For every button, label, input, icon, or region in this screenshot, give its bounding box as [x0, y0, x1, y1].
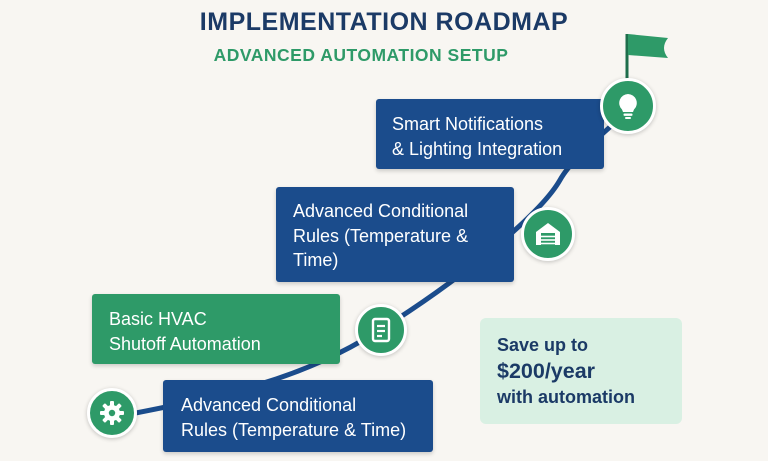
step-smart-notifications: Smart Notifications & Lighting Integrati…: [376, 99, 604, 169]
gear-icon: [100, 401, 124, 425]
savings-callout: Save up to $200/year with automation: [480, 318, 682, 424]
lightbulb-icon: [619, 94, 637, 119]
step-3-node: [521, 207, 575, 261]
document-icon: [371, 317, 391, 343]
step-advanced-conditional-rules-lower: Advanced Conditional Rules (Temperature …: [163, 380, 433, 452]
step-label: Advanced Conditional Rules (Temperature …: [181, 395, 407, 440]
savings-line-3: with automation: [497, 387, 635, 407]
step-advanced-conditional-rules-upper: Advanced Conditional Rules (Temperature …: [276, 187, 514, 282]
step-2-node: [355, 304, 407, 356]
flag-icon: [625, 34, 668, 86]
garage-icon: [536, 223, 560, 245]
savings-amount: $200/year: [497, 359, 596, 383]
savings-line-1: Save up to: [497, 335, 589, 355]
step-4-node: [600, 78, 656, 134]
step-label: Advanced Conditional Rules (Temperature …: [293, 201, 469, 270]
step-label: Smart Notifications & Lighting Integrati…: [392, 114, 563, 159]
step-1-node: [87, 388, 137, 438]
step-label: Basic HVAC Shutoff Automation: [109, 309, 261, 354]
page-subtitle: ADVANCED AUTOMATION SETUP: [213, 45, 509, 65]
step-basic-hvac-shutoff: Basic HVAC Shutoff Automation: [92, 294, 340, 364]
page-title: IMPLEMENTATION ROADMAP: [199, 8, 569, 36]
